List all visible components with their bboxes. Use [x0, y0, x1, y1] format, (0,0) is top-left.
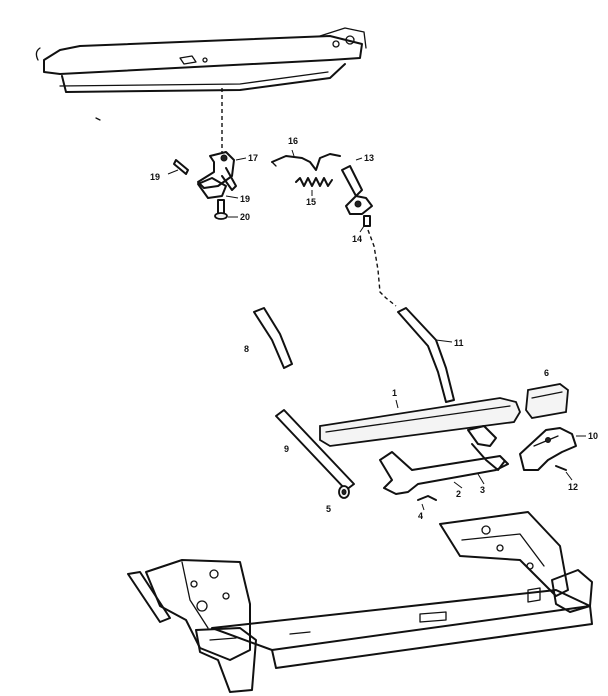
callout-8: 8	[244, 344, 249, 354]
callout-19: 19	[150, 172, 160, 182]
part-2-bracket: 2 3	[379, 425, 509, 499]
callout-6: 6	[544, 368, 549, 378]
callout-5: 5	[326, 504, 331, 514]
callout-12: 12	[568, 482, 578, 492]
part-10-bracket: 10	[519, 427, 598, 471]
lower-chassis-frame	[127, 511, 593, 693]
part-12-screw: 12	[555, 465, 578, 492]
part-19-pin: 19	[150, 159, 189, 182]
assembly-line-lower	[367, 229, 397, 307]
callout-9: 9	[284, 444, 289, 454]
part-11-rod: 11	[397, 307, 464, 403]
part-15-spring: 15	[295, 177, 333, 207]
callout-19b: 19	[240, 194, 250, 204]
callout-4: 4	[418, 511, 423, 521]
part-5-washer: 5	[326, 485, 350, 514]
part-16-wire-link: 16	[271, 136, 341, 171]
callout-17: 17	[248, 153, 258, 163]
part-14-bolt: 14	[352, 215, 371, 244]
part-9-link: 9	[275, 409, 355, 491]
callout-13: 13	[364, 153, 374, 163]
part-1-tube: 1	[319, 388, 522, 447]
callout-11: 11	[454, 338, 464, 348]
part-18-lever: 19	[197, 177, 250, 204]
callout-15: 15	[306, 197, 316, 207]
callout-3: 3	[480, 485, 485, 495]
callout-10: 10	[588, 431, 598, 441]
part-13-arm: 13	[341, 153, 374, 215]
part-17-bracket: 17	[197, 151, 258, 191]
upper-frame	[35, 27, 367, 121]
callout-2: 2	[456, 489, 461, 499]
part-4-clip: 4	[417, 495, 437, 521]
callout-1: 1	[392, 388, 397, 398]
part-6-pad: 6	[525, 368, 569, 419]
callout-16: 16	[288, 136, 298, 146]
callout-14: 14	[352, 234, 362, 244]
part-8-link: 8	[244, 307, 293, 369]
part-20-bolt: 20	[214, 199, 250, 222]
callout-20: 20	[240, 212, 250, 222]
